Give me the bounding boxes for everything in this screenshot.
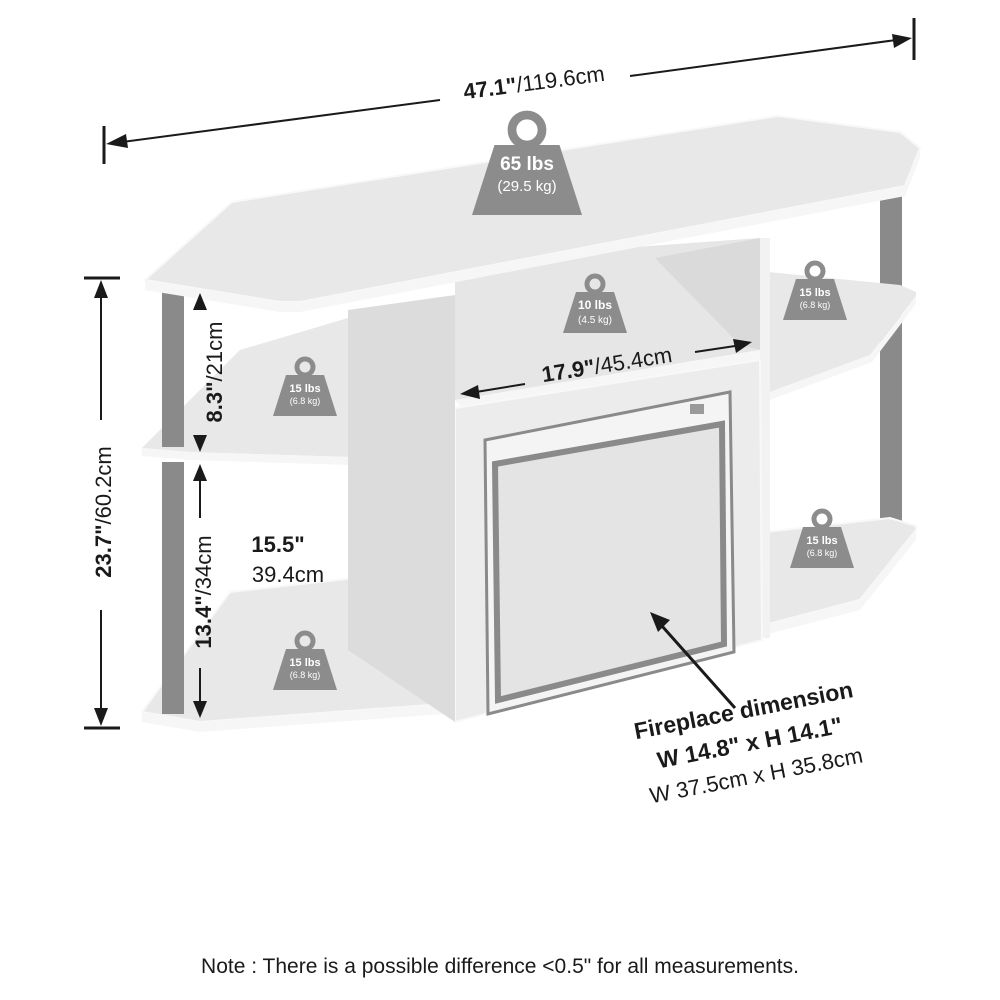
weight-left-lower-kg: (6.8 kg) — [290, 670, 321, 680]
lower-shelf-imperial: 13.4" — [191, 595, 216, 648]
weight-left-upper-lbs: 15 lbs — [289, 383, 320, 395]
right-back-leg — [880, 170, 902, 295]
svg-text:8.3"/21cm: 8.3"/21cm — [202, 322, 227, 423]
weight-right-upper-kg: (6.8 kg) — [800, 300, 831, 310]
height-arrowhead-top — [94, 280, 108, 298]
width-arrowhead-left — [106, 134, 128, 148]
center-cubby-side — [655, 238, 760, 350]
left-front-leg-lower — [162, 462, 184, 714]
measurement-note: Note : There is a possible difference <0… — [201, 955, 799, 978]
fireplace-arrow-line — [660, 625, 737, 709]
shelf-depth-dimension: 15.5" 39.4cm — [251, 532, 324, 587]
svg-text:23.7"/60.2cm: 23.7"/60.2cm — [91, 446, 116, 578]
height-arrowhead-bottom — [94, 708, 108, 726]
lower-shelf-arrowhead-bottom — [193, 701, 207, 718]
weight-icon-cubby: 10 lbs (4.5 kg) — [563, 276, 627, 333]
weight-top-lbs: 65 lbs — [500, 154, 554, 175]
weight-icon-top: 65 lbs (29.5 kg) — [472, 115, 582, 215]
fireplace-indicator — [690, 404, 704, 414]
height-imperial: 23.7" — [91, 525, 116, 578]
lower-shelf-arrowhead-top — [193, 464, 207, 481]
upper-shelf-arrowhead-bottom — [193, 435, 207, 452]
weight-top-kg: (29.5 kg) — [497, 178, 556, 195]
right-back-leg-lower — [880, 315, 902, 530]
width-arrowhead-right — [892, 34, 912, 48]
width-arrow-line-left — [121, 99, 441, 143]
shelf-depth-imperial: 15.5" — [251, 532, 304, 557]
upper-shelf-dimension: 8.3"/21cm — [193, 293, 227, 452]
svg-text:47.1"/119.6cm: 47.1"/119.6cm — [462, 61, 606, 104]
tv-stand — [140, 114, 922, 732]
shelf-depth-metric: 39.4cm — [252, 562, 324, 587]
upper-shelf-metric: /21cm — [202, 322, 227, 382]
height-dimension: 23.7"/60.2cm — [84, 276, 120, 730]
weight-icon-right-lower: 15 lbs (6.8 kg) — [790, 511, 854, 568]
lower-shelf-dimension: 13.4"/34cm — [191, 464, 216, 718]
weight-cubby-lbs: 10 lbs — [578, 298, 612, 312]
height-metric: /60.2cm — [91, 446, 116, 524]
cubby-width-arrowhead-right — [733, 339, 752, 353]
weight-icon-left-lower: 15 lbs (6.8 kg) — [273, 633, 337, 690]
weight-right-lower-kg: (6.8 kg) — [807, 548, 838, 558]
upper-shelf-imperial: 8.3" — [202, 381, 227, 422]
weight-icon-left-upper: 15 lbs (6.8 kg) — [273, 359, 337, 416]
weight-cubby-kg: (4.5 kg) — [578, 315, 612, 326]
center-cubby-floor — [455, 350, 760, 408]
right-side-panel — [760, 238, 770, 638]
lower-shelf-metric: /34cm — [191, 535, 216, 595]
left-front-leg-upper — [162, 292, 184, 447]
weight-right-lower-lbs: 15 lbs — [806, 535, 837, 547]
fireplace-arrowhead — [650, 612, 670, 632]
left-side-panel — [348, 295, 455, 722]
upper-shelf-arrowhead-top — [193, 293, 207, 310]
weight-icon-right-upper: 15 lbs (6.8 kg) — [783, 263, 847, 320]
cubby-width-arrowhead-left — [460, 385, 480, 399]
width-imperial: 47.1" — [462, 72, 518, 104]
svg-text:13.4"/34cm: 13.4"/34cm — [191, 535, 216, 648]
weight-left-upper-kg: (6.8 kg) — [290, 396, 321, 406]
width-arrow-line-right — [629, 39, 897, 77]
weight-left-lower-lbs: 15 lbs — [289, 657, 320, 669]
width-metric: /119.6cm — [515, 61, 606, 97]
weight-right-upper-lbs: 15 lbs — [799, 287, 830, 299]
